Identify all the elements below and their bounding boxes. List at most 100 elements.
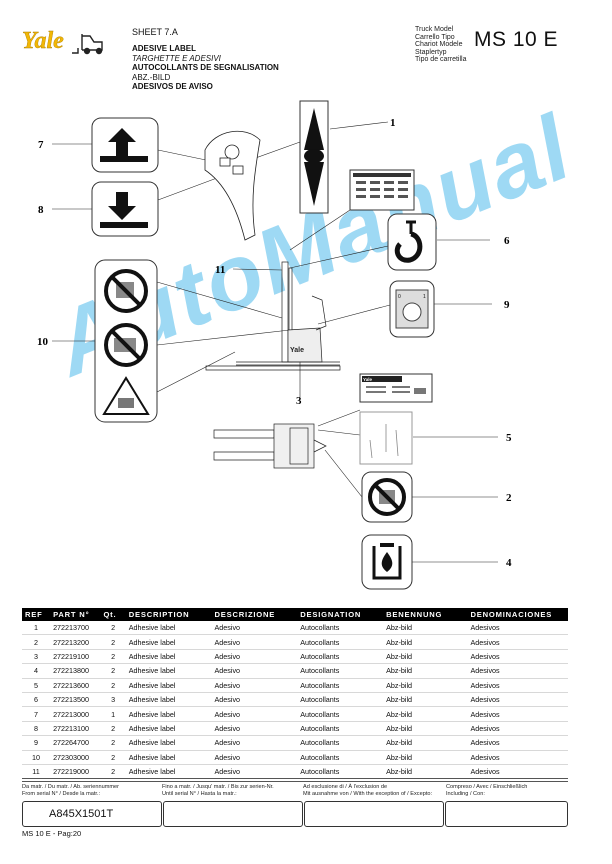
table-cell: Adesivos bbox=[467, 692, 568, 708]
table-cell: 2 bbox=[100, 764, 126, 780]
table-cell: Abz-bild bbox=[383, 735, 468, 751]
table-cell: Adesivo bbox=[211, 706, 298, 722]
table-cell: 272219000 bbox=[50, 764, 101, 780]
truck-model-label: Truck Model bbox=[415, 26, 454, 33]
column-header: Qt. bbox=[100, 608, 126, 621]
table-cell: 272213500 bbox=[50, 692, 101, 708]
table-cell: Adhesive label bbox=[125, 706, 212, 722]
table-cell: Adhesive label bbox=[125, 764, 212, 780]
table-cell: Abz-bild bbox=[383, 678, 468, 693]
column-header: DESCRIPTION bbox=[125, 608, 212, 621]
table-cell: Autocollants bbox=[297, 621, 384, 636]
table-cell: Adesivos bbox=[467, 764, 568, 780]
table-cell: Adesivos bbox=[467, 721, 568, 737]
serial-range-rule bbox=[22, 781, 568, 782]
truck-model-label: Staplertyp bbox=[415, 48, 447, 56]
table-cell: Adhesive label bbox=[125, 721, 212, 737]
table-cell: 272213800 bbox=[50, 663, 101, 679]
sheet-title-line: ABZ.-BILD bbox=[132, 72, 171, 82]
table-cell: Adesivo bbox=[211, 634, 298, 650]
column-header: PART N° bbox=[50, 608, 101, 621]
sheet-title-line: ADESIVE LABEL bbox=[132, 44, 197, 53]
battery-fluid-label-icon bbox=[361, 534, 413, 590]
table-cell: Adhesive label bbox=[125, 663, 212, 679]
key-switch-label-icon: 0 1 bbox=[389, 280, 435, 338]
table-cell: 2 bbox=[100, 621, 126, 636]
pallet-truck-top-drawing bbox=[213, 423, 327, 469]
table-cell: Abz-bild bbox=[383, 634, 468, 650]
table-cell: 11 bbox=[22, 764, 51, 780]
battery-instruction-label-icon bbox=[359, 411, 413, 465]
column-header: REF bbox=[22, 608, 51, 621]
table-cell: 272213200 bbox=[50, 634, 101, 650]
serial-plate-label-icon: Yale bbox=[359, 373, 433, 403]
table-cell: 272219100 bbox=[50, 649, 101, 665]
callout-5: 5 bbox=[506, 432, 512, 444]
table-cell: Adesivo bbox=[211, 621, 298, 636]
tiller-head-drawing bbox=[204, 131, 261, 241]
table-cell: 6 bbox=[22, 692, 51, 708]
callout-7: 7 bbox=[38, 139, 44, 151]
callout-10: 10 bbox=[37, 336, 49, 348]
table-cell: Autocollants bbox=[297, 663, 384, 679]
no-riders-label-icon bbox=[361, 471, 413, 523]
callout-11: 11 bbox=[215, 264, 225, 276]
table-cell: Adesivo bbox=[211, 663, 298, 679]
table-cell: 1 bbox=[22, 621, 51, 636]
table-cell: Abz-bild bbox=[383, 692, 468, 708]
callout-2: 2 bbox=[506, 492, 512, 504]
column-header: DESIGNATION bbox=[297, 608, 384, 621]
table-cell: Abz-bild bbox=[383, 649, 468, 665]
table-cell: 272303000 bbox=[50, 750, 101, 765]
table-cell: Adesivos bbox=[467, 750, 568, 765]
table-cell: Abz-bild bbox=[383, 706, 468, 722]
yale-logo: Yale bbox=[22, 28, 103, 55]
table-cell: Adhesive label bbox=[125, 649, 212, 665]
load-chart-plate-icon bbox=[349, 169, 415, 211]
table-cell: 2 bbox=[100, 735, 126, 751]
table-cell: Autocollants bbox=[297, 750, 384, 765]
callout-6: 6 bbox=[504, 235, 510, 247]
table-cell: Adhesive label bbox=[125, 621, 212, 636]
table-cell: 3 bbox=[22, 649, 51, 665]
forklift-logo-icon bbox=[72, 34, 103, 55]
table-cell: Adesivos bbox=[467, 735, 568, 751]
table-cell: Adesivos bbox=[467, 634, 568, 650]
page-label: MS 10 E - Pag:20 bbox=[22, 829, 82, 838]
sheet-number: SHEET 7.A bbox=[132, 27, 178, 37]
column-header: BENENNUNG bbox=[383, 608, 468, 621]
table-cell: 2 bbox=[100, 721, 126, 737]
table-cell: Autocollants bbox=[297, 706, 384, 722]
sheet-title-line: AUTOCOLLANTS DE SEGNALISATION bbox=[132, 63, 279, 72]
lifting-hook-label-icon bbox=[387, 213, 437, 271]
table-cell: 272213000 bbox=[50, 706, 101, 722]
table-cell: 4 bbox=[22, 663, 51, 679]
table-cell: 272264700 bbox=[50, 735, 101, 751]
table-cell: Adesivo bbox=[211, 764, 298, 780]
truck-model-label: Carrello Tipo bbox=[415, 33, 455, 41]
table-cell: Abz-bild bbox=[383, 663, 468, 679]
table-cell: 1 bbox=[100, 706, 126, 722]
table-cell: Adesivos bbox=[467, 678, 568, 693]
truck-model-label: Chariot Modele bbox=[415, 41, 463, 49]
table-cell: Autocollants bbox=[297, 649, 384, 665]
table-cell: Adhesive label bbox=[125, 692, 212, 708]
lower-down-label-icon bbox=[91, 181, 159, 237]
table-cell: Adesivo bbox=[211, 678, 298, 693]
table-cell: Autocollants bbox=[297, 678, 384, 693]
exclusion-field bbox=[304, 801, 444, 827]
table-cell: Autocollants bbox=[297, 721, 384, 737]
